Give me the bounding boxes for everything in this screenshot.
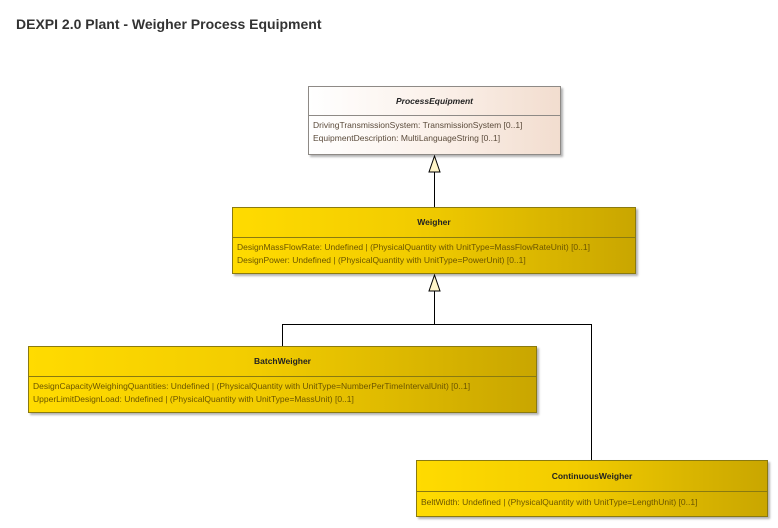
class-attributes: DesignMassFlowRate: Undefined | (Physica… [233,237,635,270]
generalization-batch-weigher-line[interactable] [282,291,435,346]
diagram-title: DEXPI 2.0 Plant - Weigher Process Equipm… [16,16,322,32]
generalization-arrowhead [428,154,441,173]
attribute: DesignMassFlowRate: Undefined | (Physica… [237,242,590,252]
generalization-arrowhead [428,273,441,292]
class-attributes: DesignCapacityWeighingQuantities: Undefi… [29,376,536,409]
attribute: DesignCapacityWeighingQuantities: Undefi… [33,381,471,391]
class-process-equipment[interactable]: ProcessEquipment DrivingTransmissionSyst… [308,86,561,155]
attribute: DrivingTransmissionSystem: TransmissionS… [313,120,523,130]
class-name: ContinuousWeigher [551,471,633,481]
class-batch-weigher[interactable]: BatchWeigher DesignCapacityWeighingQuant… [28,346,537,413]
class-attributes: DrivingTransmissionSystem: TransmissionS… [309,115,560,148]
generalization-continuous-weigher-line[interactable] [434,324,592,461]
attribute: EquipmentDescription: MultiLanguageStrin… [313,133,501,143]
attribute: UpperLimitDesignLoad: Undefined | (Physi… [33,394,354,404]
attribute: DesignPower: Undefined | (PhysicalQuanti… [237,255,526,265]
class-continuous-weigher[interactable]: ContinuousWeigher BeltWidth: Undefined |… [416,460,768,517]
class-weigher[interactable]: Weigher DesignMassFlowRate: Undefined | … [232,207,636,274]
attribute: BeltWidth: Undefined | (PhysicalQuantity… [421,497,698,507]
class-name: Weigher [417,217,451,227]
class-name: ProcessEquipment [396,96,473,106]
class-attributes: BeltWidth: Undefined | (PhysicalQuantity… [417,491,767,512]
class-name: BatchWeigher [254,356,311,366]
